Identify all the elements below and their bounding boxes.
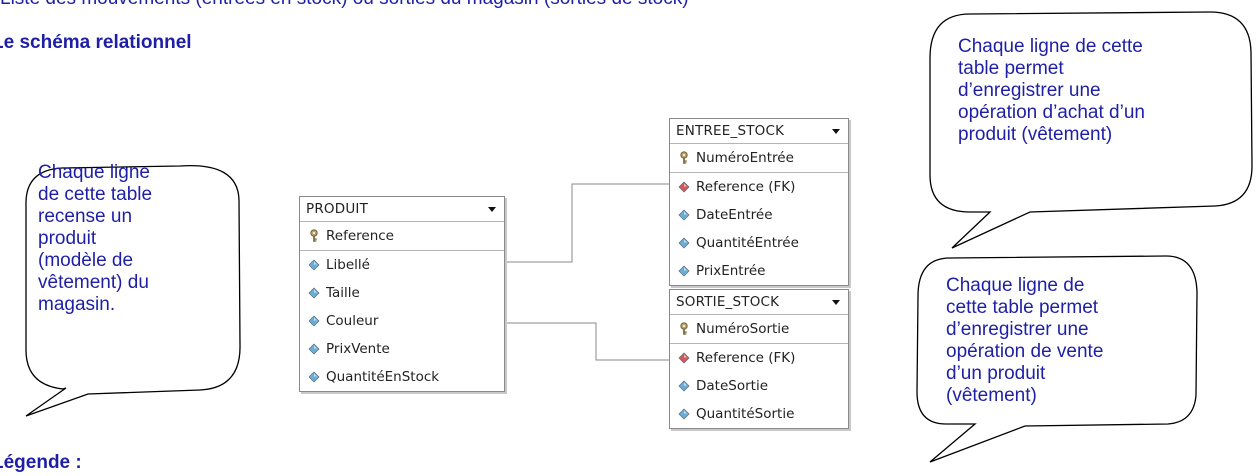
field-label: PrixVente	[326, 341, 390, 357]
callout-line: (modèle de	[38, 250, 134, 271]
field-label: PrixEntrée	[696, 263, 766, 279]
callout-line: produit (vêtement)	[958, 124, 1113, 145]
table-sortie-stock[interactable]: SORTIE_STOCK NuméroSortie Reference (FK)…	[669, 289, 849, 429]
field-label: QuantitéEntrée	[696, 235, 799, 251]
dropdown-arrow-icon[interactable]	[488, 207, 496, 212]
field-row[interactable]: PrixVente	[300, 335, 504, 363]
callout-line: recense un	[38, 206, 133, 227]
foreign-key-icon	[678, 180, 690, 194]
attribute-icon	[308, 286, 320, 300]
field-label: NuméroEntrée	[696, 150, 794, 166]
field-label: QuantitéSortie	[696, 406, 795, 422]
callout-bubble-entree	[929, 11, 1253, 249]
key-icon	[678, 151, 690, 165]
callout-line: opération d’achat d’un	[958, 102, 1145, 123]
callout-line: magasin.	[38, 294, 116, 315]
callout-bubble-sortie	[916, 255, 1198, 463]
dropdown-arrow-icon[interactable]	[832, 129, 840, 134]
field-row[interactable]: PrixEntrée	[670, 257, 848, 285]
field-row[interactable]: DateSortie	[670, 372, 848, 400]
attribute-icon	[678, 264, 690, 278]
key-icon	[308, 229, 320, 243]
callout-line: produit	[38, 228, 97, 249]
callout-line: Chaque ligne de cette	[958, 36, 1143, 57]
table-header[interactable]: PRODUIT	[300, 197, 504, 222]
field-row[interactable]: Reference (FK)	[670, 344, 848, 372]
primary-key-section: NuméroSortie	[670, 315, 848, 344]
attribute-icon	[308, 342, 320, 356]
callout-line: Chaque ligne de	[946, 275, 1085, 296]
field-label: DateEntrée	[696, 207, 773, 223]
field-row[interactable]: DateEntrée	[670, 201, 848, 229]
field-row[interactable]: QuantitéSortie	[670, 400, 848, 428]
attribute-icon	[678, 379, 690, 393]
callout-line: opération de vente	[946, 341, 1104, 362]
field-row[interactable]: QuantitéEntrée	[670, 229, 848, 257]
field-row[interactable]: Reference (FK)	[670, 173, 848, 201]
callout-line: de cette table	[38, 184, 153, 205]
callout-line: cette table permet	[946, 297, 1099, 318]
table-name: SORTIE_STOCK	[676, 294, 780, 310]
legend-title: Légende :	[0, 452, 82, 473]
table-entree-stock[interactable]: ENTREE_STOCK NuméroEntrée Reference (FK)…	[669, 118, 849, 286]
callout-line: Chaque ligne	[38, 162, 150, 183]
field-row[interactable]: NuméroEntrée	[670, 144, 848, 172]
field-label: DateSortie	[696, 378, 768, 394]
callout-bubble-produit	[25, 164, 241, 417]
table-name: ENTREE_STOCK	[676, 123, 785, 139]
field-row[interactable]: Taille	[300, 279, 504, 307]
attribute-icon	[678, 407, 690, 421]
field-row[interactable]: NuméroSortie	[670, 315, 848, 343]
field-label: NuméroSortie	[696, 321, 790, 337]
attribute-icon	[678, 208, 690, 222]
foreign-key-icon	[678, 351, 690, 365]
callout-line: (vêtement)	[946, 385, 1037, 406]
field-row[interactable]: Libellé	[300, 251, 504, 279]
primary-key-section: Reference	[300, 222, 504, 251]
attribute-icon	[308, 370, 320, 384]
callout-line: d’enregistrer une	[946, 319, 1089, 340]
relation-line-produit-entree	[504, 183, 669, 263]
field-label: Taille	[326, 285, 360, 301]
table-header[interactable]: SORTIE_STOCK	[670, 290, 848, 315]
attribute-icon	[308, 258, 320, 272]
field-label: QuantitéEnStock	[326, 369, 440, 385]
field-label: Reference (FK)	[696, 350, 796, 366]
table-name: PRODUIT	[306, 201, 369, 217]
field-label: Couleur	[326, 313, 379, 329]
section-title: Le schéma relationnel	[0, 32, 192, 53]
field-row[interactable]: QuantitéEnStock	[300, 363, 504, 391]
attribute-icon	[308, 314, 320, 328]
field-row[interactable]: Reference	[300, 222, 504, 250]
callout-line: table permet	[958, 58, 1064, 79]
attribute-icon	[678, 236, 690, 250]
primary-key-section: NuméroEntrée	[670, 144, 848, 173]
field-label: Libellé	[326, 257, 370, 273]
field-row[interactable]: Couleur	[300, 307, 504, 335]
callout-line: d’enregistrer une	[958, 80, 1101, 101]
relation-line-produit-sortie	[504, 322, 669, 361]
key-icon	[678, 322, 690, 336]
callout-line: vêtement) du	[38, 272, 149, 293]
callout-line: d’un produit	[946, 363, 1046, 384]
field-label: Reference	[326, 228, 394, 244]
top-line-text: Liste des mouvements (entrées en stock) …	[0, 0, 689, 10]
field-label: Reference (FK)	[696, 179, 796, 195]
table-header[interactable]: ENTREE_STOCK	[670, 119, 848, 144]
dropdown-arrow-icon[interactable]	[832, 300, 840, 305]
